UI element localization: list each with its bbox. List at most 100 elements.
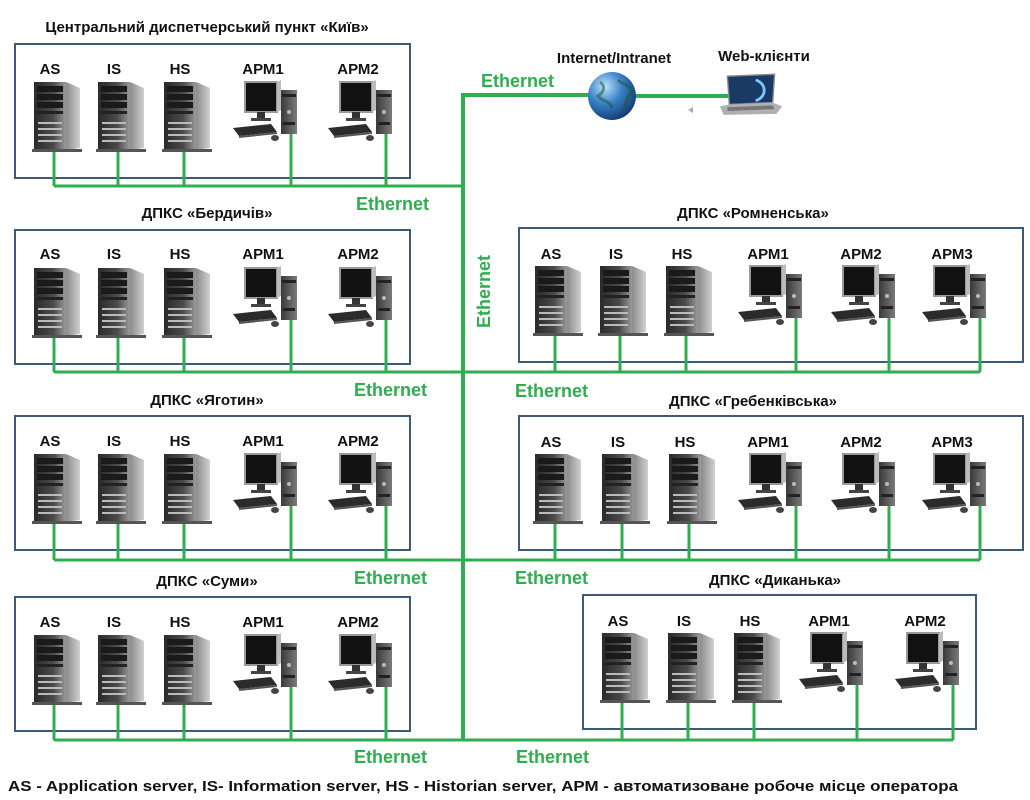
node-label: HS: [170, 614, 191, 631]
server-tower-icon: [600, 633, 650, 703]
server-tower-icon: [598, 266, 648, 336]
laptop-icon: [718, 73, 784, 117]
site-title-romnenska: ДПКС «Ромненська»: [677, 205, 829, 222]
desktop-workstation-icon: [921, 264, 987, 326]
ethernet-label-sumy: Ethernet: [354, 747, 427, 767]
node-label: АРМ2: [840, 246, 881, 263]
server-tower-icon: [533, 454, 583, 524]
node-label: АРМ1: [747, 434, 788, 451]
node-label: IS: [609, 246, 623, 263]
desktop-workstation-icon: [830, 264, 896, 326]
server-tower-icon: [96, 635, 146, 705]
node-label: AS: [541, 434, 562, 451]
server-tower-icon: [32, 82, 82, 152]
legend-text: AS - Application server, IS- Information…: [8, 778, 959, 795]
desktop-workstation-icon: [232, 452, 298, 514]
node-label: АРМ3: [931, 434, 972, 451]
server-tower-icon: [32, 635, 82, 705]
server-tower-icon: [32, 454, 82, 524]
desktop-workstation-icon: [894, 631, 960, 693]
node-label: АРМ1: [747, 246, 788, 263]
site-box-berdychiv: [14, 229, 411, 365]
desktop-workstation-icon: [327, 633, 393, 695]
site-nodes-berdychiv: AS IS HS АРМ1 АРМ2: [32, 246, 463, 374]
ethernet-label-romnenska: Ethernet: [515, 381, 588, 401]
site-title-dykanka: ДПКС «Диканька»: [709, 572, 841, 589]
internet-node: [588, 72, 636, 120]
server-tower-icon: [162, 82, 212, 152]
node-label: АРМ1: [242, 246, 283, 263]
server-tower-icon: [162, 454, 212, 524]
internet-label: Internet/Intranet: [557, 50, 671, 67]
node-label: HS: [675, 434, 696, 451]
server-tower-icon: [96, 82, 146, 152]
node-label: HS: [170, 433, 191, 450]
node-label: АРМ2: [337, 61, 378, 78]
site-box-yahotyn: [14, 415, 411, 551]
server-tower-icon: [666, 633, 716, 703]
desktop-workstation-icon: [327, 80, 393, 142]
node-label: АРМ2: [904, 613, 945, 630]
ethernet-label-internet: Ethernet: [481, 71, 554, 91]
node-label: АРМ1: [242, 61, 283, 78]
node-label: АРМ1: [808, 613, 849, 630]
node-label: IS: [107, 614, 121, 631]
node-label: АРМ3: [931, 246, 972, 263]
desktop-workstation-icon: [830, 452, 896, 514]
ethernet-label-dykanka: Ethernet: [516, 747, 589, 767]
server-tower-icon: [96, 454, 146, 524]
desktop-workstation-icon: [232, 266, 298, 328]
node-label: AS: [40, 614, 61, 631]
desktop-workstation-icon: [798, 631, 864, 693]
site-title-berdychiv: ДПКС «Бердичів»: [142, 205, 273, 222]
node-label: AS: [40, 246, 61, 263]
node-label: IS: [107, 246, 121, 263]
site-title-kyiv: Центральний диспетчерський пункт «Київ»: [45, 19, 368, 36]
server-tower-icon: [732, 633, 782, 703]
web-clients-label: Web-клієнти: [718, 48, 810, 65]
site-nodes-kyiv: AS IS HS АРМ1 АРМ2: [32, 61, 463, 188]
desktop-workstation-icon: [921, 452, 987, 514]
ethernet-label-hrebenkivska: Ethernet: [515, 568, 588, 588]
node-label: АРМ2: [337, 614, 378, 631]
node-label: HS: [170, 246, 191, 263]
site-title-sumy: ДПКС «Суми»: [156, 573, 257, 590]
node-label: HS: [740, 613, 761, 630]
node-label: IS: [107, 61, 121, 78]
desktop-workstation-icon: [327, 452, 393, 514]
node-label: IS: [107, 433, 121, 450]
ethernet-label-yahotyn: Ethernet: [354, 568, 427, 588]
server-tower-icon: [664, 266, 714, 336]
site-box-hrebenkivska: [518, 415, 1024, 551]
node-label: АРМ1: [242, 433, 283, 450]
desktop-workstation-icon: [737, 452, 803, 514]
server-tower-icon: [32, 268, 82, 338]
site-box-sumy: [14, 596, 411, 732]
node-label: АРМ2: [840, 434, 881, 451]
desktop-workstation-icon: [232, 80, 298, 142]
cursor-arrow-icon: [688, 107, 693, 113]
site-box-romnenska: [518, 227, 1024, 363]
site-box-kyiv: [14, 43, 411, 179]
server-tower-icon: [162, 635, 212, 705]
server-tower-icon: [667, 454, 717, 524]
ethernet-label-vertical: Ethernet: [474, 255, 494, 328]
server-tower-icon: [600, 454, 650, 524]
node-label: IS: [611, 434, 625, 451]
server-tower-icon: [162, 268, 212, 338]
site-title-yahotyn: ДПКС «Яготин»: [150, 392, 263, 409]
site-box-dykanka: [582, 594, 977, 730]
desktop-workstation-icon: [232, 633, 298, 695]
node-label: АРМ2: [337, 246, 378, 263]
node-label: HS: [672, 246, 693, 263]
ethernet-label-kyiv: Ethernet: [356, 194, 429, 214]
node-label: AS: [608, 613, 629, 630]
desktop-workstation-icon: [737, 264, 803, 326]
node-label: AS: [40, 61, 61, 78]
node-label: AS: [541, 246, 562, 263]
node-label: HS: [170, 61, 191, 78]
